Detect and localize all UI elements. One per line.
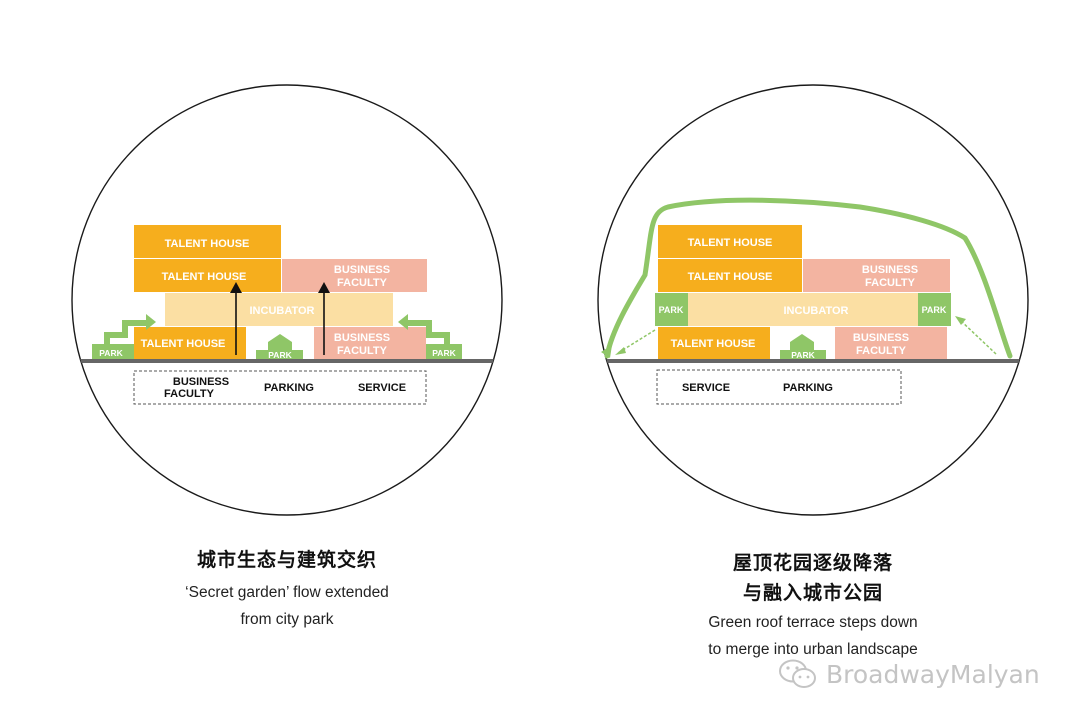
left-incubator-label: INCUBATOR (250, 305, 315, 317)
right-incubator-label: INCUBATOR (784, 305, 849, 317)
right-business-faculty-lower-label-1: BUSINESS (853, 332, 909, 344)
left-basement-business-label-1: BUSINESS (173, 376, 229, 388)
left-caption-en-line-1: ‘Secret garden’ flow extended (185, 584, 389, 601)
left-basement-parking-label: PARKING (264, 382, 314, 394)
right-business-faculty-upper-block (803, 259, 950, 292)
left-frame-circle (71, 84, 503, 516)
left-caption-en-line-2: from city park (240, 611, 334, 628)
left-basement-service-label: SERVICE (358, 382, 406, 394)
right-caption-cn-line-1: 屋顶花园逐级降落 (732, 552, 893, 574)
right-park-left-label: PARK (659, 305, 684, 315)
right-talent-house-mid-block (658, 259, 802, 292)
right-caption-cn-line-2: 与融入城市公园 (742, 582, 883, 604)
watermark: BroadwayMalyan (778, 657, 1040, 691)
left-ground-line (72, 359, 502, 363)
left-up-arrowhead-2 (318, 282, 330, 293)
right-frame-circle (597, 84, 1029, 516)
left-park-right-label: PARK (432, 348, 456, 358)
right-ground-line (598, 359, 1028, 363)
left-talent-house-top-block (134, 225, 281, 258)
left-park-center-label: PARK (268, 350, 292, 360)
right-caption-en: Green roof terrace steps down to merge i… (676, 609, 950, 663)
left-diagram: TALENT HOUSE TALENT HOUSE BUSINESS FACUL… (71, 84, 503, 516)
right-caption-en-line-1: Green roof terrace steps down (708, 614, 918, 631)
right-park-right-label: PARK (922, 305, 947, 315)
left-up-arrowhead-1 (230, 282, 242, 293)
left-basement-business-label-2: FACULTY (164, 388, 215, 400)
left-business-faculty-upper-block (282, 259, 427, 292)
right-incubator-block (688, 293, 918, 326)
right-dashed-arrowhead-right (955, 316, 966, 325)
right-business-faculty-lower-label-2: FACULTY (856, 345, 907, 357)
left-talent-house-low-block (134, 327, 246, 360)
right-talent-house-low-block (658, 327, 770, 360)
right-basement-service-label: SERVICE (682, 382, 730, 394)
right-park-center-arrow (780, 334, 826, 360)
right-dashed-arrow-right (959, 319, 997, 355)
left-talent-house-mid-label: TALENT HOUSE (162, 271, 247, 283)
right-dashed-arrowhead-left (615, 347, 626, 355)
wechat-icon (779, 659, 816, 688)
right-basement-parking-label: PARKING (783, 382, 833, 394)
right-business-faculty-upper-label-1: BUSINESS (862, 264, 918, 276)
left-business-faculty-lower-block (314, 327, 426, 360)
left-business-faculty-lower-label-2: FACULTY (337, 345, 388, 357)
left-park-left-label: PARK (99, 348, 123, 358)
right-talent-house-low-label: TALENT HOUSE (671, 338, 756, 350)
right-business-faculty-upper-label-2: FACULTY (865, 277, 916, 289)
left-business-faculty-upper-label-2: FACULTY (337, 277, 388, 289)
right-park-center-label: PARK (791, 350, 815, 360)
left-caption-en: ‘Secret garden’ flow extended from city … (150, 579, 424, 633)
right-diagram: TALENT HOUSE TALENT HOUSE BUSINESS FACUL… (597, 84, 1029, 516)
right-roof-garden-curve (604, 197, 1013, 359)
left-park-left-arrow (92, 314, 156, 360)
left-talent-house-low-label: TALENT HOUSE (141, 338, 226, 350)
watermark-text: BroadwayMalyan (826, 659, 1040, 689)
left-business-faculty-lower-label-1: BUSINESS (334, 332, 390, 344)
right-talent-house-top-block (658, 225, 802, 258)
left-business-faculty-upper-label-1: BUSINESS (334, 264, 390, 276)
left-caption-cn: 城市生态与建筑交织 (196, 549, 377, 571)
left-talent-house-top-label: TALENT HOUSE (165, 238, 250, 250)
right-roof-garden-arrowhead (601, 345, 612, 358)
right-park-right-block (918, 293, 951, 326)
left-talent-house-mid-block (134, 259, 281, 292)
right-park-left-block (655, 293, 688, 326)
left-incubator-block (165, 293, 393, 326)
left-basement-box (133, 370, 427, 405)
right-business-faculty-lower-block (835, 327, 947, 360)
right-caption-en-line-2: to merge into urban landscape (708, 641, 918, 658)
right-talent-house-top-label: TALENT HOUSE (688, 237, 773, 249)
left-park-right-arrow (398, 314, 462, 360)
right-caption-cn: 屋顶花园逐级降落 与融入城市公园 (676, 548, 950, 608)
right-talent-house-mid-label: TALENT HOUSE (688, 271, 773, 283)
left-park-center-arrow (256, 334, 303, 360)
right-basement-box (656, 369, 902, 405)
